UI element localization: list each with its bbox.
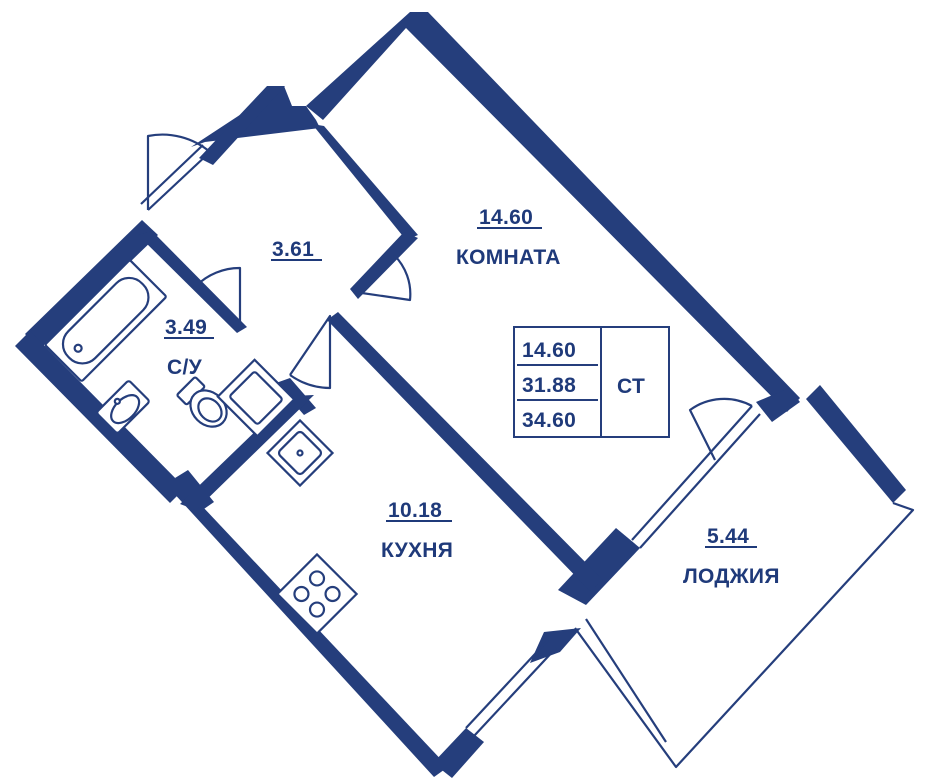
bath-name: С/У	[167, 356, 203, 379]
bath-area: 3.49	[165, 316, 207, 339]
loggia-name: ЛОДЖИЯ	[683, 565, 780, 588]
summary-type: СТ	[617, 375, 645, 398]
kitchen-area: 10.18	[388, 499, 442, 522]
bathtub	[44, 259, 167, 382]
kitchen-name: КУХНЯ	[381, 539, 453, 562]
sink	[96, 380, 150, 434]
summary-total-with-loggia: 34.60	[522, 409, 576, 432]
washing-machine	[216, 358, 296, 438]
kitchen-sink	[265, 418, 335, 488]
outer-walls	[15, 12, 906, 778]
summary-total-area: 31.88	[522, 374, 576, 397]
summary-table: 14.60 31.88 34.60 СТ	[513, 326, 670, 438]
doors	[146, 133, 753, 461]
room-name: КОМНАТА	[456, 246, 561, 269]
hall-area: 3.61	[272, 238, 314, 261]
room-area: 14.60	[479, 206, 533, 229]
glazing	[140, 144, 915, 769]
stove	[275, 552, 359, 636]
summary-living-area: 14.60	[522, 339, 576, 362]
loggia-area: 5.44	[707, 525, 749, 548]
inner-walls	[138, 124, 603, 591]
toilet	[176, 376, 228, 428]
room-labels: 3.61 14.60 КОМНАТА 3.49 С/У 10.18 КУХНЯ …	[164, 206, 780, 588]
